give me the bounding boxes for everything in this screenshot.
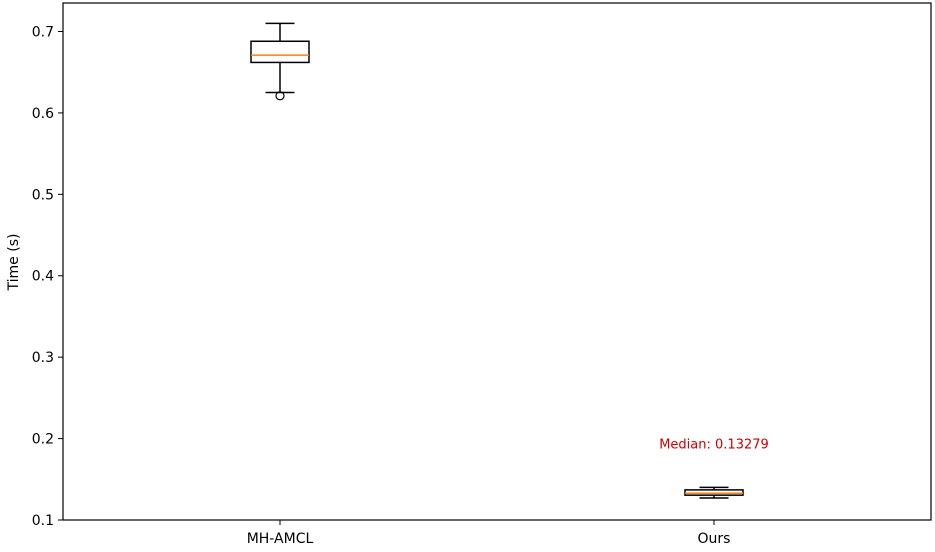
y-tick-label: 0.3 <box>32 350 54 366</box>
y-axis: 0.1 0.2 0.3 0.4 0.5 0.6 0.7 <box>32 24 63 529</box>
y-tick-label: 0.5 <box>32 187 54 203</box>
y-tick-label: 0.6 <box>32 106 54 122</box>
y-axis-label: Time (s) <box>6 234 22 292</box>
plot-frame <box>62 2 932 521</box>
x-tick-label: MH-AMCL <box>247 531 314 547</box>
y-tick-label: 0.4 <box>32 269 54 285</box>
boxes-layer: Median: 0.67105Median: 0.13279 <box>250 22 769 499</box>
x-axis: MH-AMCL Ours <box>247 520 731 547</box>
y-tick-label: 0.1 <box>32 513 54 529</box>
y-tick-label: 0.7 <box>32 24 54 40</box>
y-tick-label: 0.2 <box>32 432 54 448</box>
iqr-box <box>250 40 310 64</box>
iqr-box <box>684 489 744 496</box>
x-tick-label: Ours <box>698 531 731 547</box>
median-value-label: Median: 0.13279 <box>659 437 769 452</box>
outlier-point <box>275 91 285 101</box>
